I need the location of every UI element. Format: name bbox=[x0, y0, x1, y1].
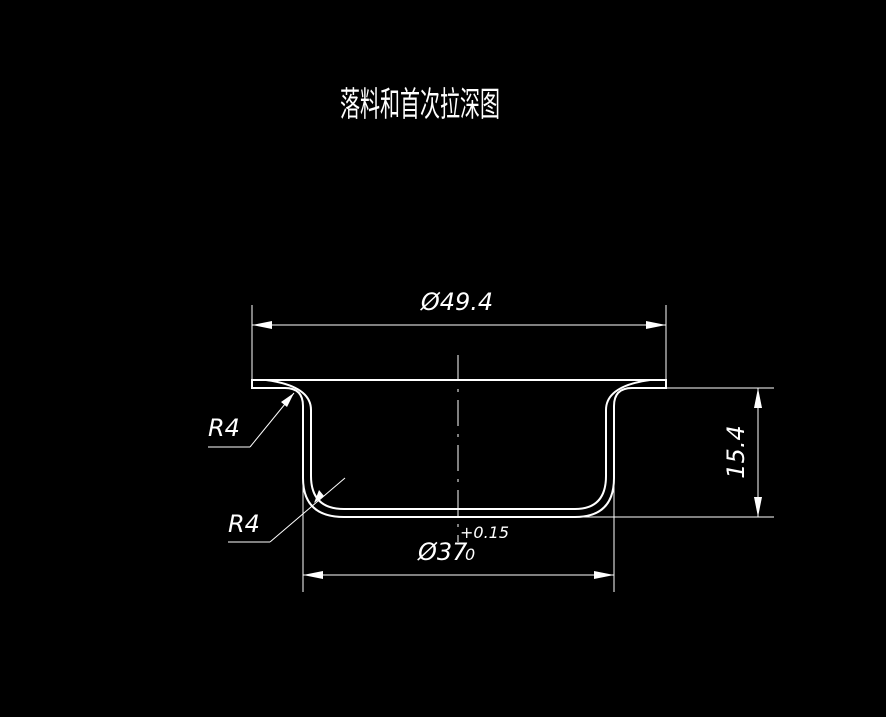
top-radius-label: R4 bbox=[208, 414, 240, 442]
bottom-tolerance-lower: 0 bbox=[465, 545, 475, 564]
bottom-arrow-right bbox=[594, 571, 614, 579]
height-arrow-bottom bbox=[754, 497, 762, 517]
flange-arrow-left bbox=[252, 321, 272, 329]
bottom-arrow-left bbox=[303, 571, 323, 579]
cup-profile-outer bbox=[251, 379, 667, 518]
height-arrow-top bbox=[754, 388, 762, 408]
flange-diameter-label: Ø49.4 bbox=[420, 288, 493, 316]
flange-arrow-right bbox=[646, 321, 666, 329]
bottom-radius-label: R4 bbox=[228, 510, 260, 538]
bottom-radius-leader bbox=[269, 477, 346, 543]
bottom-diameter-label: Ø37 bbox=[417, 538, 468, 566]
bottom-tolerance-upper: +0.15 bbox=[460, 523, 509, 542]
drawing-title: 落料和首次拉深图 bbox=[340, 85, 500, 125]
top-radius-arrow bbox=[281, 393, 294, 407]
bottom-radius-arrow bbox=[314, 490, 324, 503]
height-label: 15.4 bbox=[722, 425, 750, 478]
cup-profile-inner bbox=[265, 379, 651, 510]
